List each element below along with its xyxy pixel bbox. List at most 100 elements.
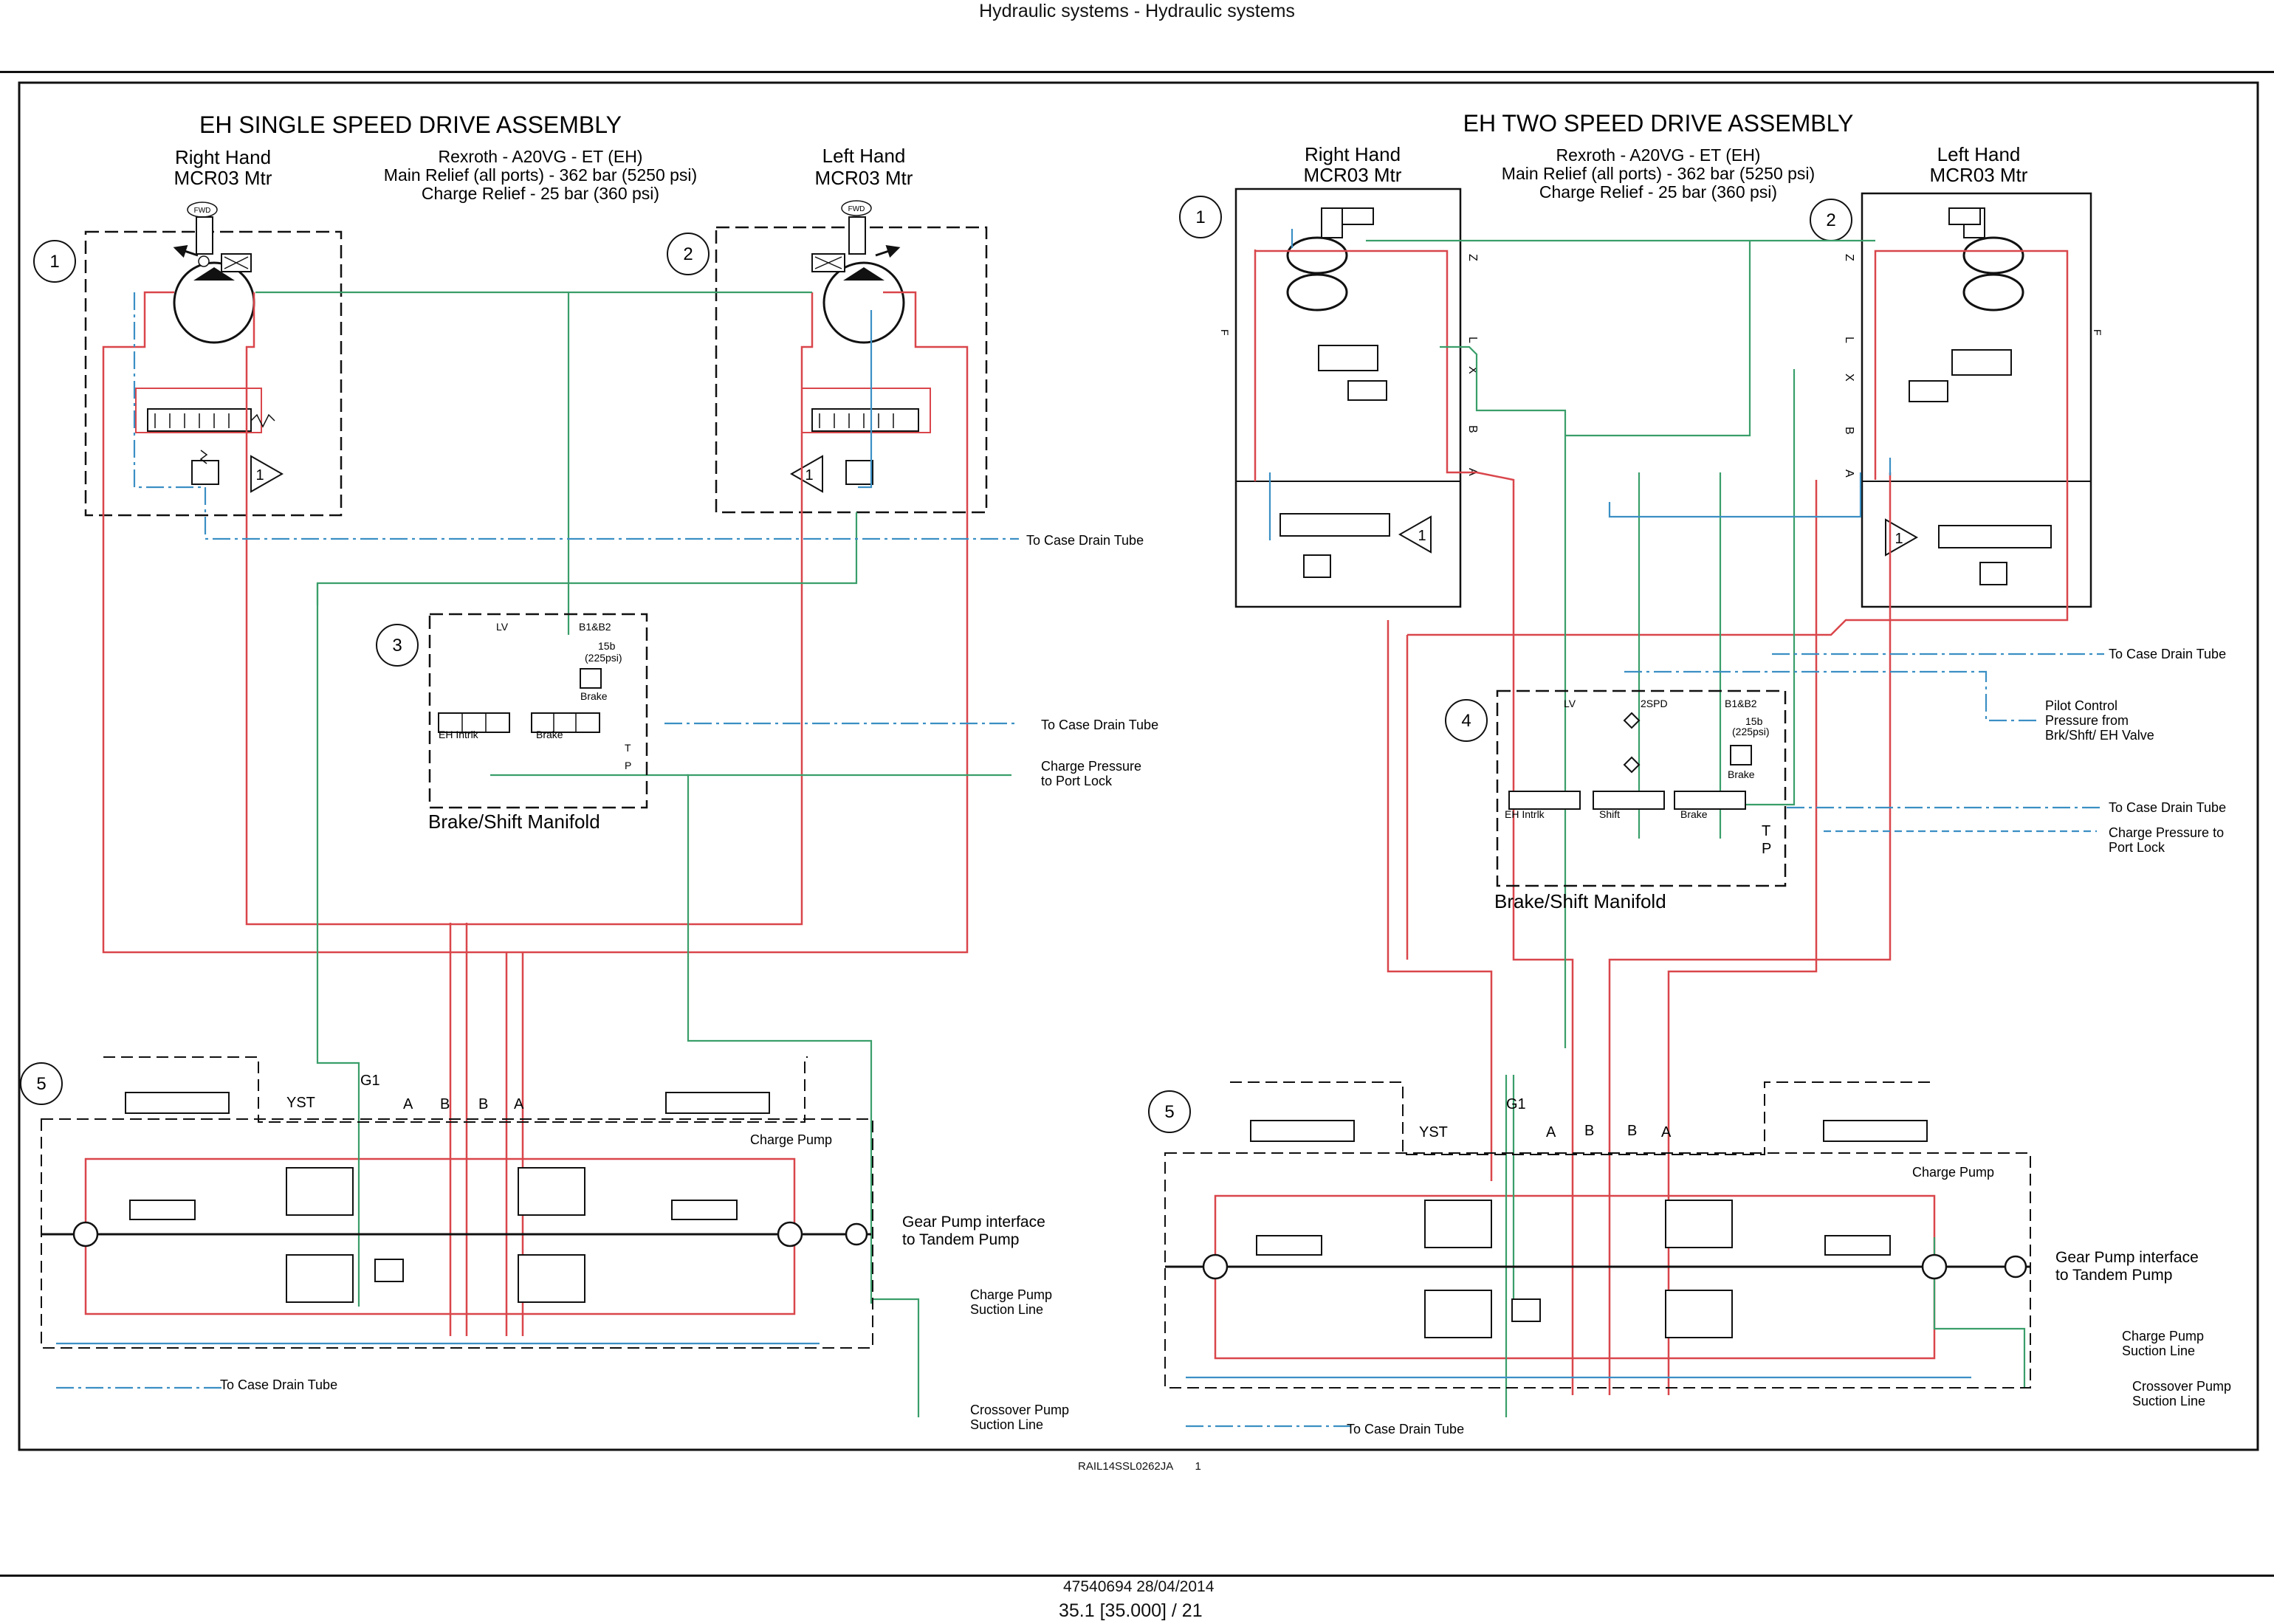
right-manifold-brake: Brake <box>1680 808 1708 820</box>
right-lh-port-f: F <box>2092 329 2103 336</box>
left-assembly: EH SINGLE SPEED DRIVE ASSEMBLY Rexroth -… <box>20 111 1158 1432</box>
right-charge-pressure-label-1: Charge Pressure to <box>2109 825 2224 840</box>
right-rh-motor-label-1: Right Hand <box>1305 143 1401 165</box>
svg-text:1: 1 <box>255 467 264 484</box>
svg-text:1: 1 <box>1195 207 1205 227</box>
left-pump-yst: YST <box>286 1095 315 1111</box>
right-pump-box-top <box>1230 1081 1931 1155</box>
left-rh-motor-label-2: MCR03 Mtr <box>174 167 272 189</box>
right-rh-port-z: Z <box>1466 254 1479 261</box>
right-lh-port-a: A <box>1843 469 1855 478</box>
left-lh-motor-label-1: Left Hand <box>822 145 906 167</box>
left-pump-port-b2: B <box>478 1096 488 1112</box>
right-spec-line-3: Charge Relief - 25 bar (360 psi) <box>1539 182 1777 202</box>
header-rule <box>0 71 2274 73</box>
right-manifold-lv: LV <box>1564 698 1576 709</box>
left-fwd-label-2: FWD <box>848 205 865 213</box>
svg-text:5: 5 <box>36 1074 46 1094</box>
right-manifold-shift: Shift <box>1599 808 1620 820</box>
right-rh-port-f: F <box>1219 329 1231 336</box>
right-crossover-suction-label-1: Crossover Pump <box>2132 1379 2231 1394</box>
left-charge-suction-label-1: Charge Pump <box>970 1287 1052 1302</box>
left-manifold-t: T <box>625 742 631 754</box>
right-lh-motor-box <box>1861 192 2092 608</box>
right-lh-port-z: Z <box>1843 254 1855 261</box>
right-lh-port-l: L <box>1843 337 1855 343</box>
right-pilot-control-label-2: Pressure from <box>2045 713 2129 728</box>
left-manifold-lv: LV <box>496 621 509 633</box>
right-charge-pump-label: Charge Pump <box>1912 1165 1994 1180</box>
right-assembly: EH TWO SPEED DRIVE ASSEMBLY Rexroth - A2… <box>1148 110 2231 1437</box>
right-pilot-control-label-3: Brk/Shft/ EH Valve <box>2045 728 2154 743</box>
right-manifold-brake-top: Brake <box>1728 768 1755 780</box>
left-case-drain-bottom-label: To Case Drain Tube <box>220 1377 337 1392</box>
left-pump-port-a2: A <box>514 1096 524 1112</box>
left-brake-solenoid <box>580 668 602 689</box>
svg-text:2: 2 <box>683 244 693 264</box>
right-callout-4: 4 <box>1445 699 1488 742</box>
right-drain-lines <box>1186 229 2104 1428</box>
right-manifold-p: P <box>1762 841 1771 857</box>
left-manifold-name: Brake/Shift Manifold <box>428 811 600 833</box>
left-manifold-b1b2: B1&B2 <box>579 621 611 633</box>
left-rh-motor-label-1: Right Hand <box>175 146 271 168</box>
footer-page-reference: 35.1 [35.000] / 21 <box>1059 1600 1203 1621</box>
left-lh-triangle: 1 <box>789 455 823 493</box>
left-spec-line-2: Main Relief (all ports) - 362 bar (5250 … <box>384 165 697 185</box>
left-case-drain-label-2: To Case Drain Tube <box>1041 718 1158 732</box>
right-case-drain-label-2: To Case Drain Tube <box>2109 800 2226 815</box>
left-crossover-suction-label-1: Crossover Pump <box>970 1403 1069 1417</box>
right-manifold-eh-intrlk: EH Intrlk <box>1505 808 1545 820</box>
right-manifold-setting: 15b <box>1745 715 1763 727</box>
left-spec-line-1: Rexroth - A20VG - ET (EH) <box>439 147 643 166</box>
svg-text:1: 1 <box>49 252 59 272</box>
svg-text:2: 2 <box>1826 210 1835 230</box>
right-pressure-lines <box>1214 250 2069 1395</box>
right-lh-motor-symbol <box>1909 207 2024 402</box>
right-rh-triangle: 1 <box>1398 515 1432 554</box>
left-crossover-suction-label-2: Suction Line <box>970 1417 1043 1432</box>
svg-text:3: 3 <box>392 636 402 656</box>
left-pilot-lines <box>255 291 1011 1417</box>
left-fwd-label-1: FWD <box>194 207 211 215</box>
right-lh-port-x: X <box>1843 374 1855 382</box>
left-callout-5: 5 <box>20 1062 63 1105</box>
right-manifold-setting-psi: (225psi) <box>1732 726 1770 737</box>
left-manifold-p: P <box>625 760 631 771</box>
svg-text:5: 5 <box>1164 1102 1174 1122</box>
svg-text:4: 4 <box>1461 711 1471 731</box>
right-lh-port-b: B <box>1843 427 1855 435</box>
right-crossover-suction-label-2: Suction Line <box>2132 1394 2205 1408</box>
footer-rule <box>0 1575 2274 1577</box>
right-rh-motor-box <box>1234 187 1462 608</box>
right-case-drain-bottom-label: To Case Drain Tube <box>1347 1422 1464 1437</box>
left-manifold-setting-psi: (225psi) <box>585 652 622 664</box>
left-pump-port-a1: A <box>403 1096 413 1112</box>
right-pump-box-outer <box>1164 1152 2031 1389</box>
right-lh-motor-label-1: Left Hand <box>1937 143 2021 165</box>
left-title: EH SINGLE SPEED DRIVE ASSEMBLY <box>199 111 622 138</box>
left-callout-1: 1 <box>33 240 76 283</box>
right-rh-motor-symbol <box>1286 207 1387 401</box>
left-eh-interlock-valve <box>438 712 510 733</box>
right-pump-shaft <box>1165 1253 2030 1280</box>
right-pilot-control-label-1: Pilot Control <box>2045 698 2117 713</box>
figure-code: RAIL14SSL0262JA 1 <box>1078 1460 1201 1473</box>
right-rh-flushing-valve <box>1279 513 1390 578</box>
left-manifold-brake-top: Brake <box>580 690 608 702</box>
right-pump-port-a2: A <box>1661 1124 1672 1140</box>
footer-doc-line: 47540694 28/04/2014 <box>1063 1578 1215 1595</box>
right-case-drain-label-1: To Case Drain Tube <box>2109 647 2226 661</box>
right-rh-port-b: B <box>1466 425 1479 433</box>
diagram-frame <box>18 81 2259 1451</box>
svg-text:1: 1 <box>1895 531 1903 547</box>
left-manifold-eh-intrlk: EH Intrlk <box>439 729 479 740</box>
right-rh-motor-label-2: MCR03 Mtr <box>1304 164 1402 186</box>
right-lh-motor-label-2: MCR03 Mtr <box>1930 164 2028 186</box>
left-callout-3: 3 <box>376 624 419 667</box>
right-pump-g1: G1 <box>1506 1096 1526 1112</box>
right-title: EH TWO SPEED DRIVE ASSEMBLY <box>1463 110 1854 137</box>
right-brake-solenoid <box>1730 745 1752 765</box>
left-pump-g1: G1 <box>360 1073 380 1089</box>
